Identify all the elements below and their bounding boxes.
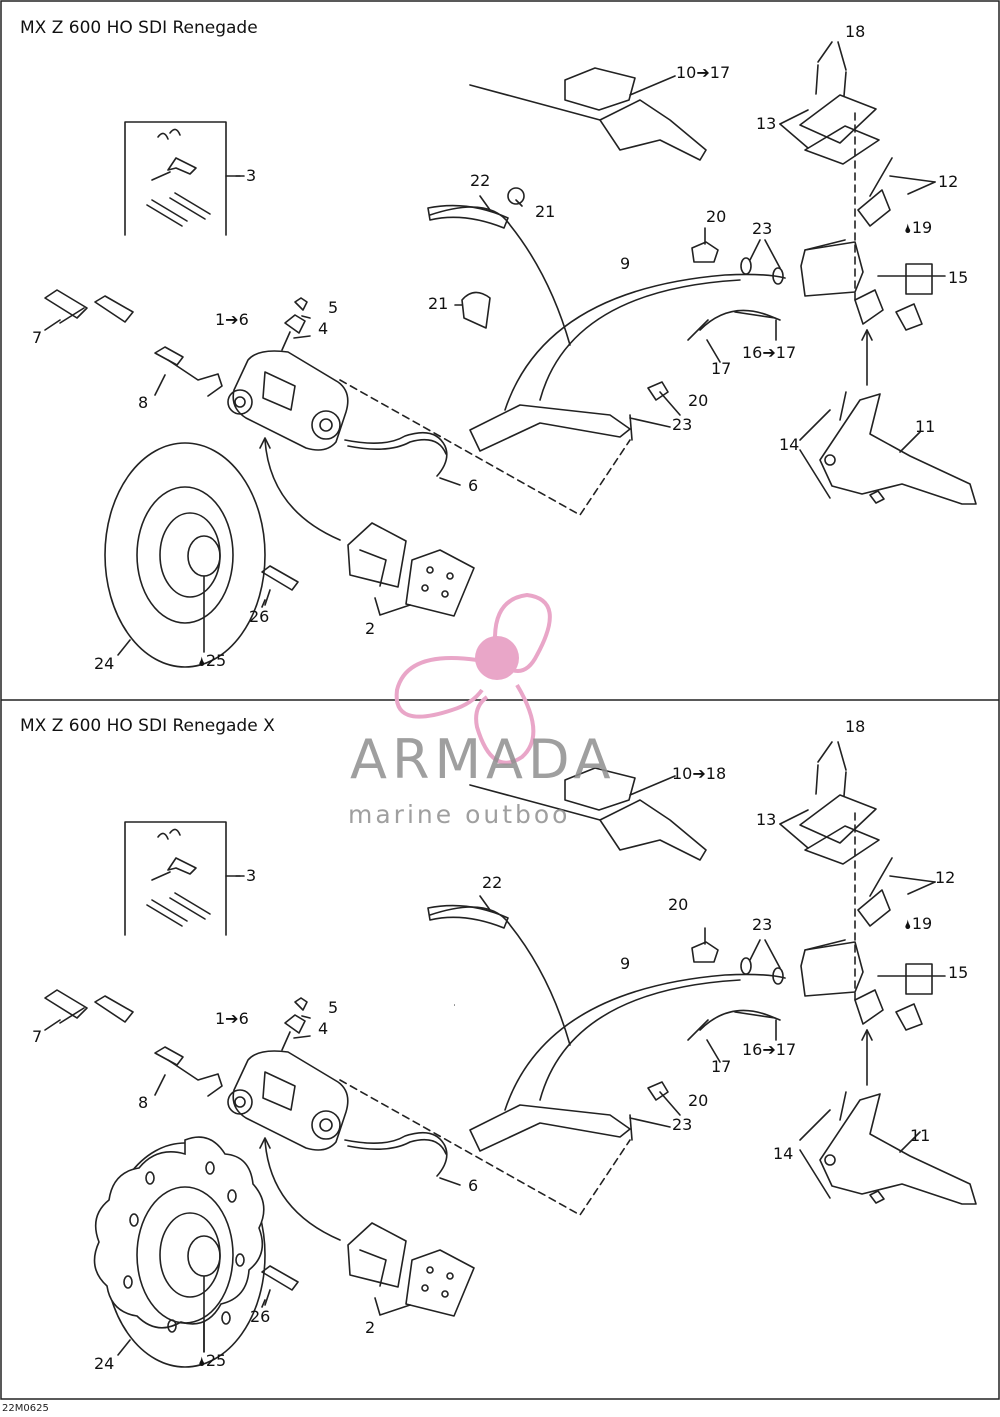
callout-20-a: 20 [668, 895, 689, 914]
callout-15: 15 [948, 268, 969, 287]
callout-14: 14 [773, 1144, 794, 1163]
callout-20-b: 20 [688, 1091, 709, 1110]
callout-26: 26 [249, 607, 270, 626]
callout-24: 24 [94, 1354, 115, 1373]
callout-12: 12 [935, 868, 956, 887]
callout-11: 11 [915, 417, 936, 436]
callout-12: 12 [938, 172, 959, 191]
callout-13: 13 [756, 810, 777, 829]
watermark-tagline: marine outboo [348, 800, 571, 829]
callout-5: 5 [328, 298, 339, 317]
panel-1-drawing [44, 41, 977, 668]
callout-21-b: 21 [428, 294, 449, 313]
callout-3: 3 [246, 866, 257, 885]
callout-19: 🌢19 [904, 914, 933, 933]
callout-9: 9 [620, 954, 631, 973]
drop-icon: 🌢 [198, 1355, 206, 1370]
callout-25: 🌢25 [198, 1351, 227, 1370]
callout-5: 5 [328, 998, 339, 1017]
callout-21-a: 21 [535, 202, 556, 221]
callout-24: 24 [94, 654, 115, 673]
callout-1-6: 1➔6 [215, 1009, 249, 1028]
callout-22: 22 [470, 171, 491, 190]
callout-16-17: 16➔17 [742, 1040, 797, 1059]
callout-22: 22 [482, 873, 503, 892]
callout-7: 7 [32, 1027, 43, 1046]
callout-19: 🌢19 [904, 218, 933, 237]
callout-3: 3 [246, 166, 257, 185]
drop-icon: 🌢 [904, 222, 912, 237]
callout-14: 14 [779, 435, 800, 454]
callout-4: 4 [318, 1019, 329, 1038]
callout-2: 2 [365, 1318, 376, 1337]
callout-10-18: 10➔18 [672, 764, 727, 783]
callout-1-6: 1➔6 [215, 310, 249, 329]
callout-17: 17 [711, 1057, 732, 1076]
figure-code: 22M0625 [2, 1403, 49, 1414]
callout-18: 18 [845, 22, 866, 41]
callout-9: 9 [620, 254, 631, 273]
drop-icon: 🌢 [904, 918, 912, 933]
callout-23-b: 23 [672, 1115, 693, 1134]
callout-4: 4 [318, 319, 329, 338]
callout-6: 6 [468, 1176, 479, 1195]
callout-26: 26 [250, 1307, 271, 1326]
callout-8: 8 [138, 1093, 149, 1112]
callout-15: 15 [948, 963, 969, 982]
callout-20-a: 20 [706, 207, 727, 226]
callout-2: 2 [365, 619, 376, 638]
callout-10-17: 10➔17 [676, 63, 731, 82]
callout-8: 8 [138, 393, 149, 412]
callout-23-b: 23 [672, 415, 693, 434]
callout-11: 11 [910, 1126, 931, 1145]
wave-disc [93, 1136, 265, 1352]
callout-6: 6 [468, 476, 479, 495]
callout-23-a: 23 [752, 219, 773, 238]
callout-18: 18 [845, 717, 866, 736]
callout-25: 🌢25 [198, 651, 227, 670]
panel-2-title: MX Z 600 HO SDI Renegade X [20, 716, 275, 736]
callout-16-17: 16➔17 [742, 343, 797, 362]
callout-17: 17 [711, 359, 732, 378]
callout-23-a: 23 [752, 915, 773, 934]
callout-20-b: 20 [688, 391, 709, 410]
callout-13: 13 [756, 114, 777, 133]
panel-1-title: MX Z 600 HO SDI Renegade [20, 18, 258, 38]
panel-2-cleanup [455, 885, 530, 1035]
drop-icon: 🌢 [198, 655, 206, 670]
callout-7: 7 [32, 328, 43, 347]
watermark-brand: ARMADA [350, 728, 616, 791]
